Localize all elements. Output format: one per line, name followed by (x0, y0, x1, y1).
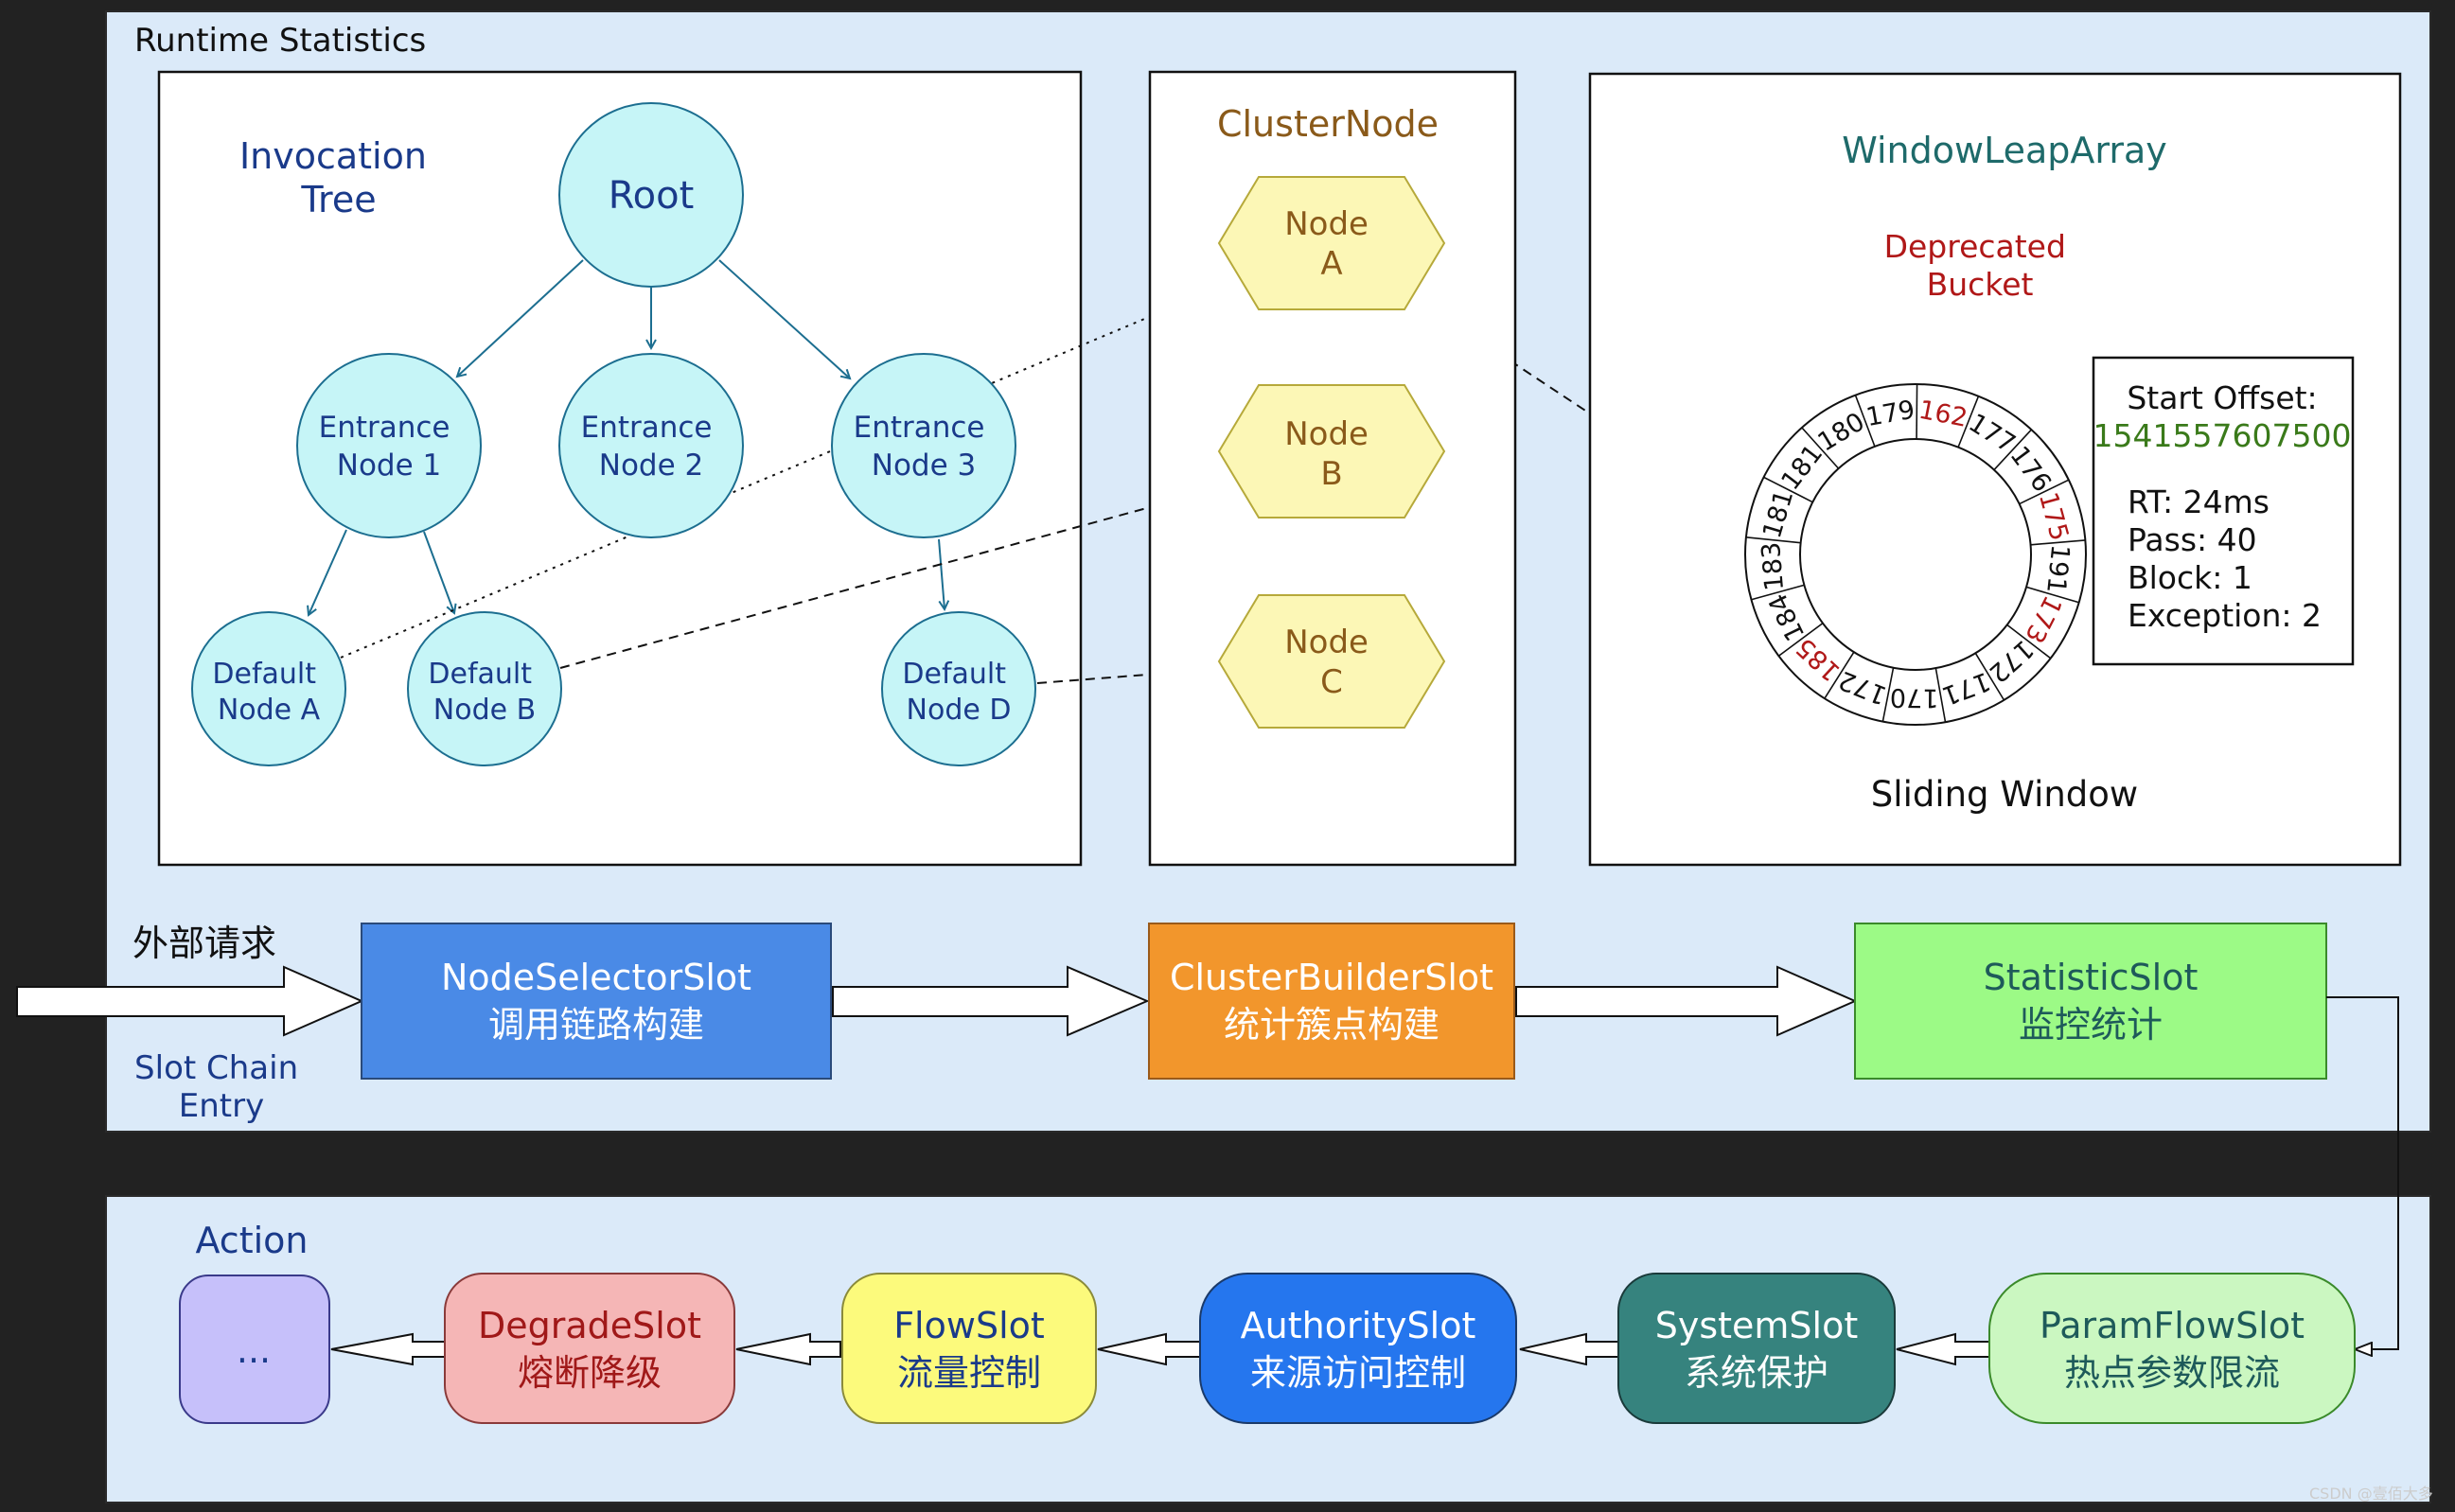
flow-slot-desc: 流量控制 (897, 1352, 1041, 1394)
action-title: Action (195, 1220, 308, 1261)
arrow-cluster-builder-to-statistic (1515, 965, 1858, 1037)
bucket-divider (1916, 383, 1918, 440)
action-flow-arrows (330, 1332, 1990, 1366)
bucket-divider (1801, 427, 1840, 469)
flow-slot-name: FlowSlot (893, 1305, 1045, 1346)
entrance-node-1: Entrance Node 1 (296, 353, 482, 538)
cluster-builder-slot-desc: 统计簇点构建 (1224, 1004, 1439, 1046)
default-node-a: Default Node A (191, 611, 346, 766)
node-selector-slot-desc: 调用链路构建 (488, 1004, 704, 1046)
bucket-divider (1934, 667, 1947, 723)
start-offset-label: Start Offset: (2127, 379, 2317, 416)
cluster-builder-slot: ClusterBuilderSlot 统计簇点构建 (1148, 923, 1515, 1080)
authority-slot: AuthoritySlot 来源访问控制 (1199, 1273, 1517, 1424)
authority-slot-desc: 来源访问控制 (1250, 1352, 1466, 1394)
bucket-divider (2030, 539, 2086, 546)
ellipsis-slot-label: ... (237, 1329, 271, 1371)
start-offset-value: 1541557607500 (2093, 417, 2352, 454)
stat-block: Block: 1 (2128, 559, 2252, 596)
deprecated-bucket-label: Deprecated Bucket (1884, 228, 2076, 303)
bucket-divider (1957, 396, 1980, 448)
watermark: CSDN @壹佰大多 (2309, 1485, 2433, 1503)
sliding-window-ring: 1621771761751911731721711701721851841831… (1744, 383, 2087, 726)
svg-text:Entrance Node 2: Entrance Node 2 (581, 411, 722, 483)
param-flow-slot: ParamFlowSlot 热点参数限流 (1988, 1273, 2356, 1424)
bucket-label: 183 (1757, 541, 1790, 592)
entrance-node-2: Entrance Node 2 (558, 353, 744, 538)
window-leap-array-title: WindowLeapArray (1842, 130, 2166, 171)
tree-edges (309, 259, 945, 615)
bucket-divider (2025, 586, 2079, 604)
authority-slot-name: AuthoritySlot (1241, 1305, 1476, 1346)
degrade-slot: DegradeSlot 熔断降级 (444, 1273, 735, 1424)
bucket-divider (1824, 651, 1855, 699)
bucket-divider (1777, 623, 1824, 657)
entrance-node-3: Entrance Node 3 (831, 353, 1016, 538)
svg-text:Default Node B: Default Node B (428, 658, 540, 727)
root-node: Root (558, 102, 744, 288)
cluster-node-c: Node C (1217, 594, 1446, 729)
cluster-node-a: Node A (1217, 176, 1446, 310)
svg-text:Default Node D: Default Node D (902, 658, 1015, 727)
statistic-slot: StatisticSlot 监控统计 (1854, 923, 2327, 1080)
stat-rt: RT: 24ms (2128, 483, 2270, 520)
flow-slot: FlowSlot 流量控制 (841, 1273, 1097, 1424)
system-slot-name: SystemSlot (1655, 1305, 1859, 1346)
node-selector-slot-name: NodeSelectorSlot (441, 957, 751, 998)
invocation-tree-title: Invocation Tree (239, 135, 438, 220)
degrade-slot-desc: 熔断降级 (518, 1352, 662, 1394)
default-node-d: Default Node D (881, 611, 1036, 766)
bucket-divider (1751, 584, 1805, 601)
svg-text:Node A: Node A (1284, 205, 1379, 283)
bucket-label: 191 (2040, 543, 2075, 594)
sliding-window-caption: Sliding Window (1871, 774, 2138, 815)
bucket-divider (2006, 624, 2052, 659)
arrow-node-selector-to-cluster-builder (832, 965, 1150, 1037)
statistic-slot-name: StatisticSlot (1984, 957, 2199, 998)
svg-text:Entrance Node 1: Entrance Node 1 (319, 411, 460, 483)
system-slot: SystemSlot 系统保护 (1617, 1273, 1896, 1424)
bucket-divider (1763, 476, 1813, 503)
bucket-divider (1993, 429, 2033, 471)
degrade-slot-name: DegradeSlot (478, 1305, 701, 1346)
ring-inner (1799, 438, 2032, 671)
stat-pass: Pass: 40 (2128, 521, 2257, 558)
param-flow-slot-desc: 热点参数限流 (2064, 1352, 2280, 1394)
bucket-divider (2019, 479, 2070, 505)
runtime-statistics-title: Runtime Statistics (134, 22, 426, 60)
bucket-divider (1881, 667, 1895, 722)
svg-text:Default Node A: Default Node A (212, 658, 325, 727)
statistic-to-param-flow-connector (2326, 996, 2399, 1349)
default-node-b: Default Node B (407, 611, 562, 766)
system-slot-desc: 系统保护 (1685, 1352, 1828, 1394)
window-stats-box: Start Offset: 1541557607500 RT: 24ms Pas… (2092, 356, 2355, 666)
bucket-divider (1974, 652, 2005, 701)
cluster-node-b: Node B (1217, 384, 1446, 519)
slot-chain-entry-label: Slot Chain Entry (134, 1049, 309, 1125)
bucket-label: 170 (1890, 682, 1939, 712)
svg-text:Entrance Node 3: Entrance Node 3 (854, 411, 995, 483)
statistic-slot-desc: 监控统计 (2019, 1004, 2163, 1046)
cluster-builder-slot-name: ClusterBuilderSlot (1170, 957, 1493, 998)
bucket-divider (1854, 395, 1876, 448)
stat-exception: Exception: 2 (2128, 597, 2322, 634)
node-selector-slot: NodeSelectorSlot 调用链路构建 (361, 923, 832, 1080)
entry-arrow (16, 965, 364, 1037)
ellipsis-slot: ... (179, 1275, 330, 1424)
external-request-label: 外部请求 (132, 923, 276, 964)
svg-text:Node B: Node B (1284, 415, 1379, 493)
bucket-divider (1745, 536, 1801, 544)
svg-text:Node C: Node C (1284, 624, 1379, 701)
cluster-node-title: ClusterNode (1217, 103, 1439, 145)
root-node-label: Root (609, 174, 695, 218)
param-flow-slot-name: ParamFlowSlot (2040, 1305, 2305, 1346)
chain-flow-arrows (16, 965, 1858, 1037)
